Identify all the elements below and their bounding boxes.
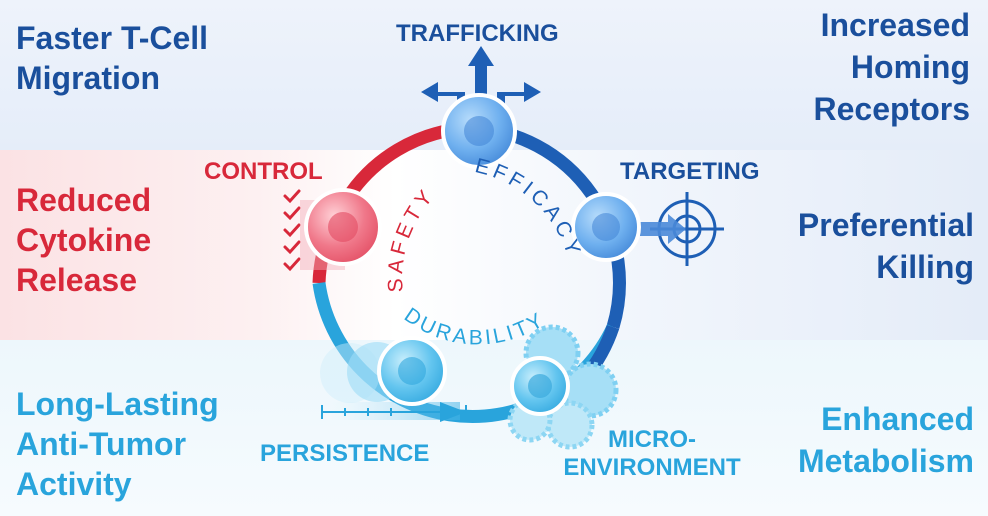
microenvironment-label: MICRO- ENVIRONMENT (563, 426, 741, 481)
homing-receptors-text: Increased Homing Receptors (813, 7, 971, 127)
cell-cluster-icon (507, 324, 619, 450)
targeting-label: TARGETING (620, 158, 760, 185)
enhanced-metabolism-text: Enhanced Metabolism (797, 401, 974, 479)
persistence-label: PERSISTENCE (260, 440, 430, 467)
control-label: CONTROL (204, 158, 323, 185)
targeting-cell (571, 192, 641, 262)
persistence-cell (377, 336, 447, 406)
faster-migration-text: Faster T-Cell Migration (16, 20, 209, 96)
preferential-killing-text: Preferential Killing (797, 207, 974, 285)
reduced-cytokine-text: Reduced Cytokine Release (16, 182, 152, 298)
trafficking-cell (441, 93, 517, 169)
ruler-arrow-icon (321, 402, 467, 422)
trafficking-label: TRAFFICKING (396, 20, 559, 47)
middle-band (0, 150, 988, 340)
bottom-band (0, 340, 988, 516)
targeting-arrow (640, 214, 686, 244)
checklist-icon (283, 189, 301, 272)
control-cell (304, 188, 382, 266)
long-lasting-activity-text: Long-Lasting Anti-Tumor Activity (16, 386, 219, 502)
safety-word: SAFETY (384, 183, 440, 292)
